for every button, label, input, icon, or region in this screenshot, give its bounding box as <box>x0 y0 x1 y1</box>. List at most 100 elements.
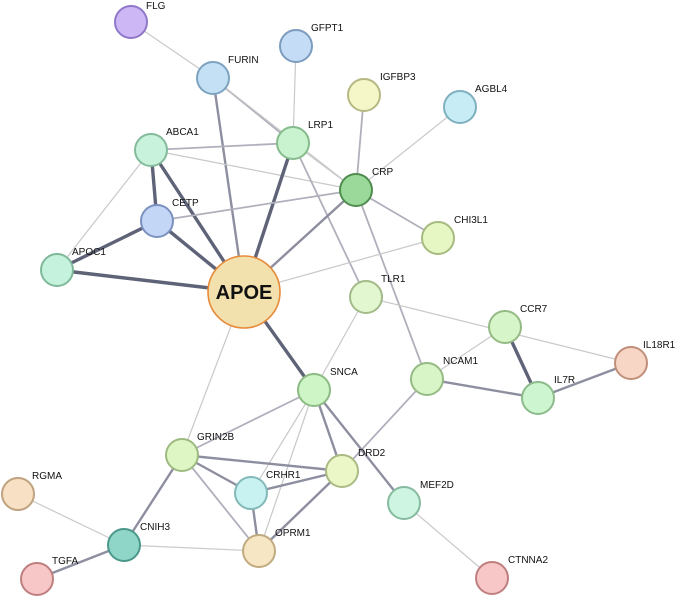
node-label-ctnna2: CTNNA2 <box>508 555 548 566</box>
node-circle-agbl4[interactable] <box>443 90 477 124</box>
node-label-snca: SNCA <box>330 367 358 378</box>
node-label-furin: FURIN <box>228 55 259 66</box>
node-ctnna2[interactable]: CTNNA2 <box>475 555 548 595</box>
node-label-chi3l1: CHI3L1 <box>454 215 488 226</box>
edge-cnih3-oprm1 <box>123 544 260 552</box>
edge-abca1-lrp1 <box>150 142 294 151</box>
node-tlr1[interactable]: TLR1 <box>349 274 406 314</box>
node-circle-lrp1[interactable] <box>276 126 310 160</box>
node-cnih3[interactable]: CNIH3 <box>107 522 170 562</box>
node-label-tlr1: TLR1 <box>381 274 406 285</box>
node-label-agbl4: AGBL4 <box>475 84 508 95</box>
node-flg[interactable]: FLG <box>114 1 166 39</box>
node-circle-ncam1[interactable] <box>410 362 444 396</box>
node-abca1[interactable]: ABCA1 <box>134 127 199 167</box>
edge-mef2d-ctnna2 <box>403 502 493 579</box>
node-label-oprm1: OPRM1 <box>275 528 311 539</box>
node-label-apoe: APOE <box>216 282 273 304</box>
node-tgfa[interactable]: TGFA <box>20 556 78 596</box>
node-circle-chi3l1[interactable] <box>421 221 455 255</box>
node-circle-grin2b[interactable] <box>165 438 199 472</box>
node-label-ccr7: CCR7 <box>520 304 548 315</box>
node-label-gfpt1: GFPT1 <box>311 23 344 34</box>
node-circle-apoc1[interactable] <box>40 253 74 287</box>
edge-grin2b-cnih3 <box>122 453 184 547</box>
edge-layer <box>17 21 633 581</box>
node-circle-tgfa[interactable] <box>20 562 54 596</box>
node-label-crhr1: CRHR1 <box>266 470 301 481</box>
edge-grin2b-drd2 <box>180 453 344 473</box>
node-label-mef2d: MEF2D <box>420 480 454 491</box>
node-circle-il18r1[interactable] <box>614 346 648 380</box>
node-circle-tlr1[interactable] <box>349 280 383 314</box>
node-igfbp3[interactable]: IGFBP3 <box>347 72 416 112</box>
node-il18r1[interactable]: IL18R1 <box>614 340 676 380</box>
node-cetp[interactable]: CETP <box>140 198 199 238</box>
edge-lrp1-tlr1 <box>292 142 367 298</box>
node-circle-cetp[interactable] <box>140 204 174 238</box>
node-grin2b[interactable]: GRIN2B <box>165 432 235 472</box>
node-circle-flg[interactable] <box>114 5 148 39</box>
node-mef2d[interactable]: MEF2D <box>387 480 454 520</box>
node-snca[interactable]: SNCA <box>297 367 358 407</box>
node-circle-apoe[interactable] <box>207 255 281 329</box>
edge-snca-crhr1 <box>250 389 315 494</box>
node-circle-rgma[interactable] <box>1 477 35 511</box>
edge-ncam1-drd2 <box>341 378 428 472</box>
node-label-abca1: ABCA1 <box>166 127 199 138</box>
node-label-il18r1: IL18R1 <box>643 340 676 351</box>
edge-grin2b-oprm1 <box>181 454 260 552</box>
node-circle-oprm1[interactable] <box>242 534 276 568</box>
node-circle-gfpt1[interactable] <box>279 29 313 63</box>
node-circle-abca1[interactable] <box>134 133 168 167</box>
node-circle-igfbp3[interactable] <box>347 78 381 112</box>
edge-drd2-oprm1 <box>257 469 344 553</box>
node-crp[interactable]: CRP <box>339 167 393 207</box>
node-label-grin2b: GRIN2B <box>197 432 235 443</box>
edge-snca-grin2b <box>181 389 315 456</box>
edge-snca-mef2d <box>312 388 406 505</box>
node-label-cnih3: CNIH3 <box>140 522 170 533</box>
node-apoc1[interactable]: APOC1 <box>40 247 106 287</box>
node-drd2[interactable]: DRD2 <box>325 448 386 488</box>
node-oprm1[interactable]: OPRM1 <box>242 528 311 568</box>
node-label-cetp: CETP <box>172 198 199 209</box>
node-label-rgma: RGMA <box>32 471 62 482</box>
edge-cetp-apoc1 <box>55 219 159 272</box>
edge-crp-cetp <box>156 189 357 222</box>
node-circle-cnih3[interactable] <box>107 528 141 562</box>
node-circle-mef2d[interactable] <box>387 486 421 520</box>
node-label-il7r: IL7R <box>554 375 575 386</box>
edge-abca1-apoc1 <box>56 149 152 271</box>
node-label-flg: FLG <box>146 1 166 12</box>
edge-snca-oprm1 <box>258 389 315 552</box>
node-circle-crhr1[interactable] <box>234 476 268 510</box>
edge-abca1-crp <box>150 149 357 191</box>
node-gfpt1[interactable]: GFPT1 <box>279 23 344 63</box>
node-il7r[interactable]: IL7R <box>521 375 575 415</box>
node-rgma[interactable]: RGMA <box>1 471 62 511</box>
node-label-crp: CRP <box>372 167 393 178</box>
node-label-drd2: DRD2 <box>358 448 386 459</box>
node-circle-snca[interactable] <box>297 373 331 407</box>
node-lrp1[interactable]: LRP1 <box>276 120 333 160</box>
node-label-igfbp3: IGFBP3 <box>380 72 416 83</box>
node-ccr7[interactable]: CCR7 <box>488 304 548 344</box>
node-apoe[interactable]: APOE <box>207 255 281 329</box>
edge-crp-ncam1 <box>355 189 428 380</box>
node-circle-crp[interactable] <box>339 173 373 207</box>
node-furin[interactable]: FURIN <box>196 55 259 95</box>
node-circle-ctnna2[interactable] <box>475 561 509 595</box>
node-circle-il7r[interactable] <box>521 381 555 415</box>
node-label-tgfa: TGFA <box>52 556 78 567</box>
node-crhr1[interactable]: CRHR1 <box>234 470 301 510</box>
node-chi3l1[interactable]: CHI3L1 <box>421 215 488 255</box>
node-circle-ccr7[interactable] <box>488 310 522 344</box>
node-ncam1[interactable]: NCAM1 <box>410 356 478 396</box>
node-circle-drd2[interactable] <box>325 454 359 488</box>
node-label-lrp1: LRP1 <box>308 120 333 131</box>
node-agbl4[interactable]: AGBL4 <box>443 84 508 124</box>
node-circle-furin[interactable] <box>196 61 230 95</box>
